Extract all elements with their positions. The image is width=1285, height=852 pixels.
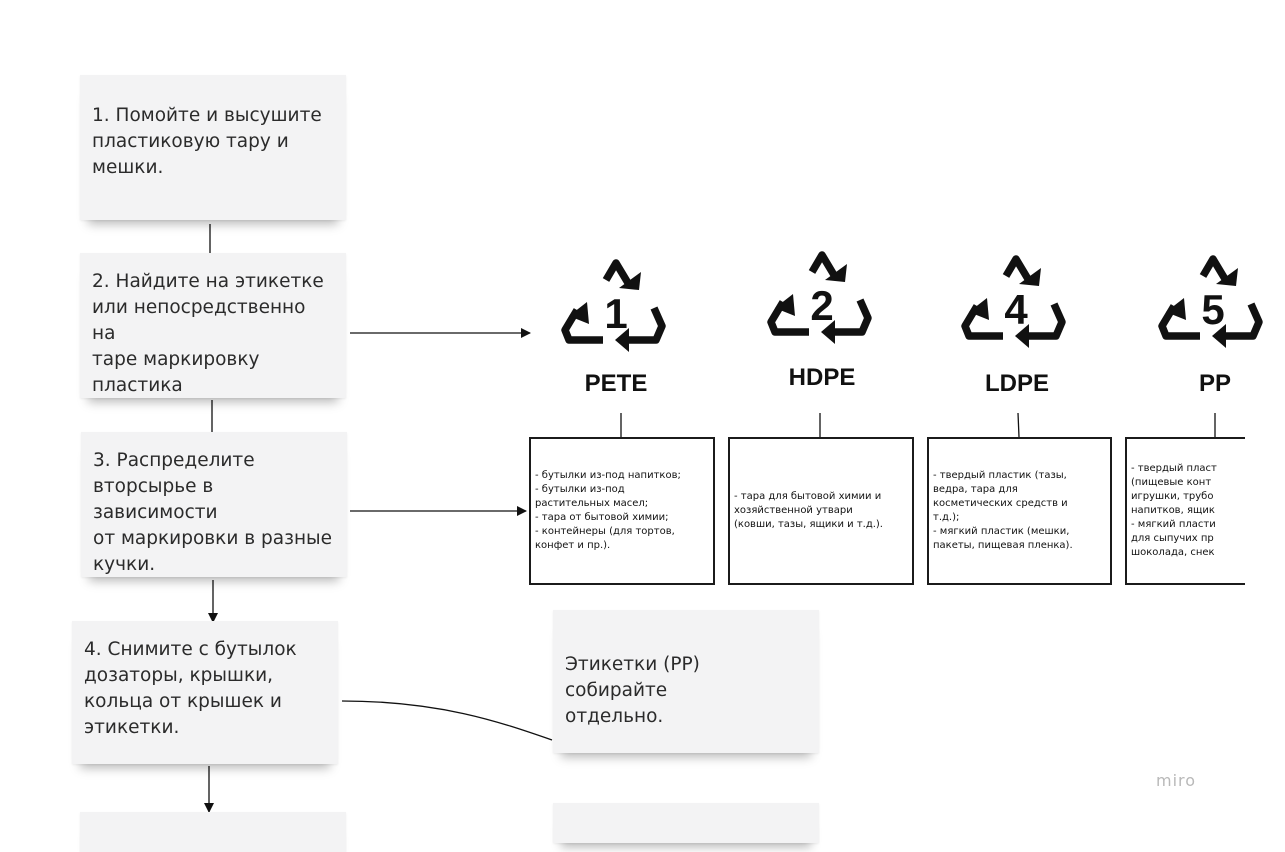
recycle-5-number: 5 xyxy=(1201,286,1224,333)
step-2-sticky[interactable]: 2. Найдите на этикетке или непосредствен… xyxy=(80,253,346,398)
miro-watermark: miro xyxy=(1156,771,1197,790)
step-5-sticky-partial[interactable] xyxy=(80,812,346,852)
connector-ldpe-box xyxy=(1017,412,1020,438)
step-4-line-1: 4. Снимите с бутылок xyxy=(84,639,297,660)
hdpe-description-box[interactable]: - тара для бытовой химии и хозяйственной… xyxy=(728,437,914,585)
step-4-sticky[interactable]: 4. Снимите с бутылок дозаторы, крышки, к… xyxy=(72,621,338,764)
step-4-line-3: кольца от крышек и xyxy=(84,691,282,712)
step-1-line-1: 1. Помойте и высушите xyxy=(92,105,322,126)
pete-description-box[interactable]: - бутылки из-под напитков; - бутылки из-… xyxy=(529,437,715,585)
recycle-1-number: 1 xyxy=(604,290,627,337)
step-2-line-3: таре маркировку xyxy=(92,349,260,370)
step-1-sticky[interactable]: 1. Помойте и высушите пластиковую тару и… xyxy=(80,75,346,220)
note-line-2: отдельно. xyxy=(565,706,664,727)
step-3-line-2: вторсырье в зависимости xyxy=(93,476,218,523)
step-3-line-1: 3. Распределите xyxy=(93,450,255,471)
pp-description: - твердый пласт (пищевые конт игрушки, т… xyxy=(1131,463,1217,558)
code-label-hdpe: HDPE xyxy=(788,364,856,391)
pp-description-box[interactable]: - твердый пласт (пищевые конт игрушки, т… xyxy=(1125,437,1245,585)
connector-step4-note xyxy=(341,700,553,741)
step-2-line-1: 2. Найдите на этикетке xyxy=(92,271,324,292)
step-3-line-4: кучки. xyxy=(93,554,156,575)
connector-layer xyxy=(204,224,1216,813)
recycle-1-icon: 1 xyxy=(561,259,666,352)
step-1-line-2: пластиковую тару и xyxy=(92,131,289,152)
next-note-sticky-partial[interactable] xyxy=(553,803,819,843)
recycle-2-number: 2 xyxy=(810,282,833,329)
recycle-2-icon: 2 xyxy=(767,251,872,344)
code-label-pete: PETE xyxy=(584,370,648,397)
recycle-4-number: 4 xyxy=(1004,286,1028,333)
code-label-ldpe: LDPE xyxy=(984,370,1049,397)
pete-description: - бутылки из-под напитков; - бутылки из-… xyxy=(535,470,681,551)
ldpe-description-box[interactable]: - твердый пластик (тазы, ведра, тара для… xyxy=(927,437,1112,585)
recycle-4-icon: 4 xyxy=(961,255,1066,348)
step-1-line-3: мешки. xyxy=(92,157,164,178)
note-line-1: Этикетки (PP) собирайте xyxy=(565,654,700,701)
step-3-sticky[interactable]: 3. Распределите вторсырье в зависимости … xyxy=(81,432,347,577)
step-2-line-4: пластика xyxy=(92,375,183,396)
ldpe-description: - твердый пластик (тазы, ведра, тара для… xyxy=(933,470,1073,551)
step-2-line-2: или непосредственно на xyxy=(92,297,306,344)
step-4-line-4: этикетки. xyxy=(84,717,180,738)
code-label-pp: PP xyxy=(1198,370,1231,397)
step-3-line-3: от маркировки в разные xyxy=(93,528,333,549)
step-4-line-2: дозаторы, крышки, xyxy=(84,665,274,686)
hdpe-description: - тара для бытовой химии и хозяйственной… xyxy=(734,491,883,530)
labels-note-sticky[interactable]: Этикетки (PP) собирайте отдельно. xyxy=(553,610,819,753)
recycle-5-icon: 5 xyxy=(1158,255,1263,348)
